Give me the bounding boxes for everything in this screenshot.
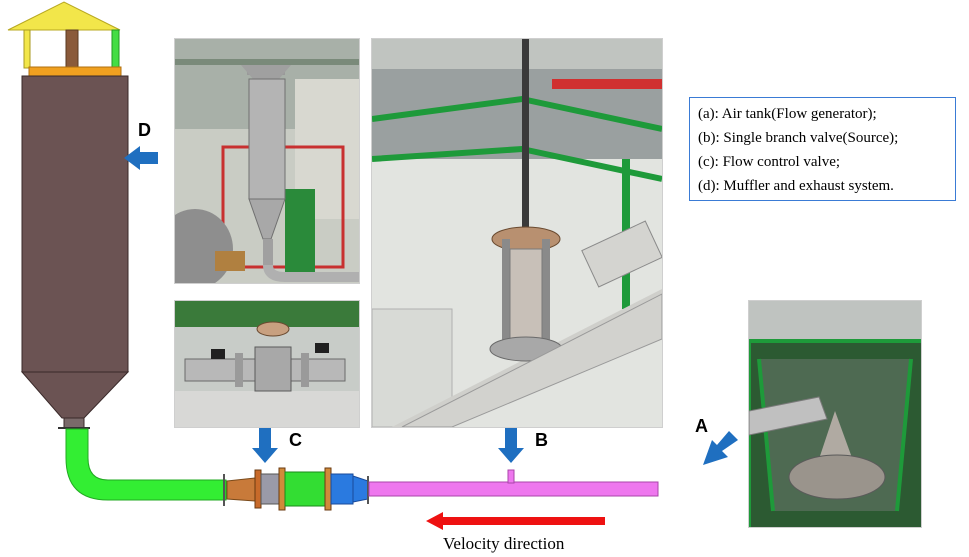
- tower-band: [28, 66, 122, 77]
- valve-body-green: [284, 471, 326, 507]
- tower-neck: [63, 417, 85, 429]
- arrow-a: [703, 431, 738, 465]
- photo-branch-valve: [371, 38, 663, 428]
- valve-body-gray: [260, 473, 280, 505]
- arrow-d: [124, 146, 158, 170]
- velocity-direction-label: Velocity direction: [443, 534, 565, 553]
- tower-support-mid: [65, 29, 79, 69]
- legend-item-d: (d): Muffler and exhaust system.: [698, 178, 894, 194]
- arrow-b: [498, 428, 524, 463]
- photo-flow-control-valve: [174, 300, 360, 428]
- legend-item-a: (a): Air tank(Flow generator);: [698, 106, 877, 122]
- reducer-cone: [226, 477, 256, 502]
- valve-flange-2: [278, 467, 286, 511]
- tower-body: [21, 75, 129, 373]
- legend-item-c: (c): Flow control valve;: [698, 154, 841, 170]
- photo-air-tank: [748, 300, 922, 528]
- valve-outlet-cone: [352, 475, 369, 503]
- valve-flange-1: [254, 469, 262, 509]
- tower-support-right: [111, 29, 120, 69]
- label-b: B: [535, 430, 548, 450]
- pink-pipe: [368, 481, 659, 497]
- label-d: D: [138, 120, 151, 140]
- legend-box: (a): Air tank(Flow generator); (b): Sing…: [689, 97, 956, 201]
- velocity-arrow: [426, 512, 605, 530]
- legend-item-b: (b): Single branch valve(Source);: [698, 130, 899, 146]
- photo-air-tank-art: [749, 301, 921, 527]
- tower-support-left: [23, 29, 31, 69]
- valve-body-blue: [330, 473, 354, 505]
- photo-flow-control-art: [175, 301, 359, 427]
- tower-cone: [20, 371, 130, 419]
- photo-muffler-exhaust: [174, 38, 360, 284]
- valve-flange-3: [324, 467, 332, 511]
- green-pipe-elbow: [65, 428, 227, 501]
- label-a: A: [695, 416, 708, 436]
- photo-muffler-art: [175, 39, 359, 283]
- branch-valve-stub: [507, 469, 515, 484]
- arrow-c: [252, 428, 278, 463]
- tower-roof: [7, 1, 121, 31]
- label-c: C: [289, 430, 302, 450]
- photo-branch-valve-art: [372, 39, 662, 427]
